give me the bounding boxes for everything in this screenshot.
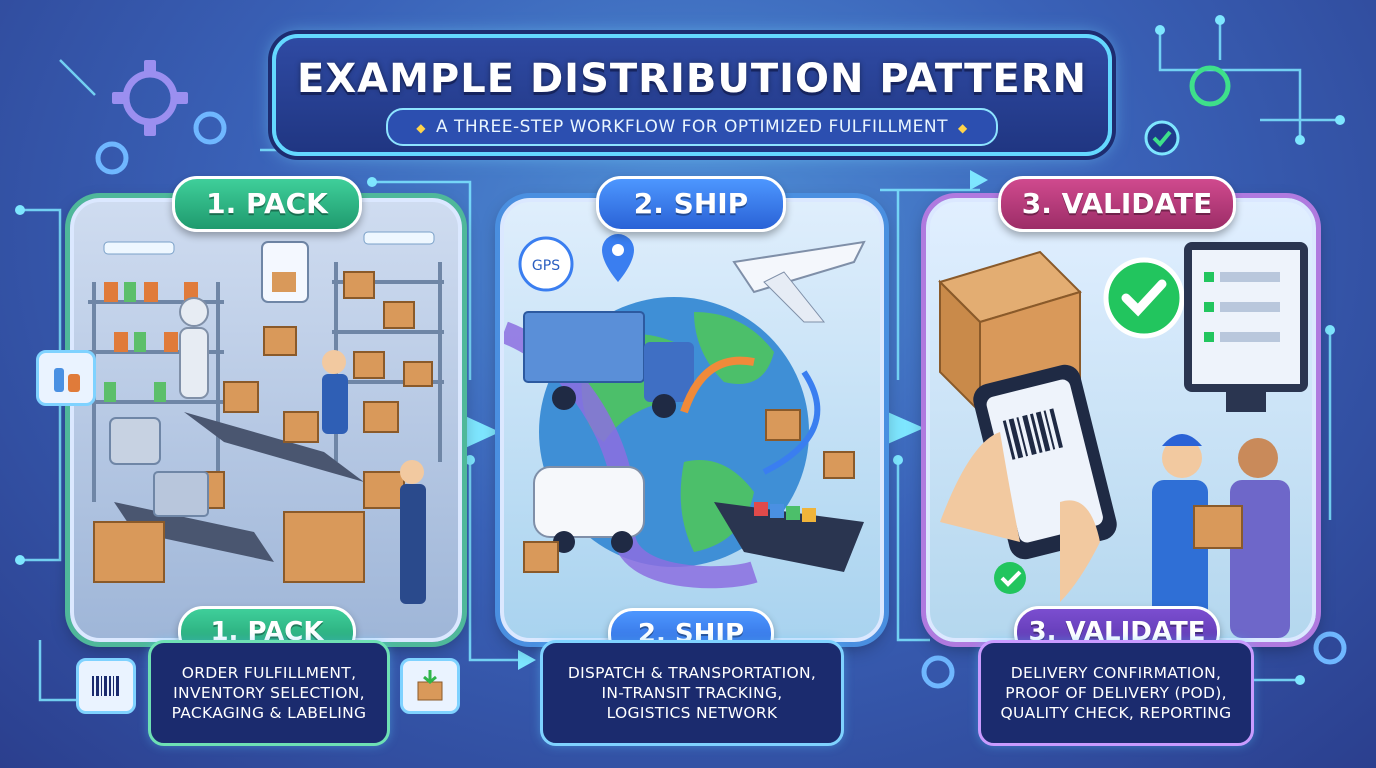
step-3-line: PROOF OF DELIVERY (POD), — [1005, 684, 1227, 702]
page-title: EXAMPLE DISTRIBUTION PATTERN — [297, 56, 1087, 102]
step-2-line: LOGISTICS NETWORK — [606, 704, 778, 722]
title-banner: EXAMPLE DISTRIBUTION PATTERN ◆ A THREE-ST… — [272, 34, 1112, 156]
step-3-line: QUALITY CHECK, REPORTING — [1000, 704, 1232, 722]
validation-illustration — [938, 242, 1308, 638]
step-2-line: DISPATCH & TRANSPORTATION, — [567, 664, 817, 682]
step-3-line: DELIVERY CONFIRMATION, — [1010, 664, 1222, 682]
step-1-line: ORDER FULFILLMENT, — [181, 664, 357, 682]
step-1-line: PACKAGING & LABELING — [171, 704, 367, 722]
step-3-badge: 3. VALIDATE — [998, 176, 1236, 232]
subtitle-text: A THREE-STEP WORKFLOW FOR OPTIMIZED FULF… — [436, 117, 948, 137]
warehouse-illustration — [88, 231, 444, 604]
open-box-icon — [400, 658, 460, 714]
bullet-icon: ◆ — [958, 121, 968, 135]
step-2-description: DISPATCH & TRANSPORTATION, IN-TRANSIT TR… — [540, 640, 844, 746]
bullet-icon: ◆ — [416, 121, 426, 135]
subtitle: ◆ A THREE-STEP WORKFLOW FOR OPTIMIZED FUL… — [386, 108, 998, 146]
gear-icon — [122, 70, 178, 126]
validate-panel — [926, 198, 1316, 642]
barcode-icon — [76, 658, 136, 714]
step-1-description: ORDER FULFILLMENT, INVENTORY SELECTION, … — [148, 640, 390, 746]
step-1-line: INVENTORY SELECTION, — [173, 684, 365, 702]
step-2-badge: 2. SHIP — [596, 176, 786, 232]
pack-panel — [70, 198, 462, 642]
bottles-icon — [36, 350, 96, 406]
shipping-illustration: GPS — [504, 234, 866, 589]
step-1-badge: 1. PACK — [172, 176, 362, 232]
ship-panel: GPS — [500, 198, 884, 642]
step-3-description: DELIVERY CONFIRMATION, PROOF OF DELIVERY… — [978, 640, 1254, 746]
step-2-line: IN-TRANSIT TRACKING, — [601, 684, 783, 702]
gps-label: GPS — [532, 258, 560, 274]
